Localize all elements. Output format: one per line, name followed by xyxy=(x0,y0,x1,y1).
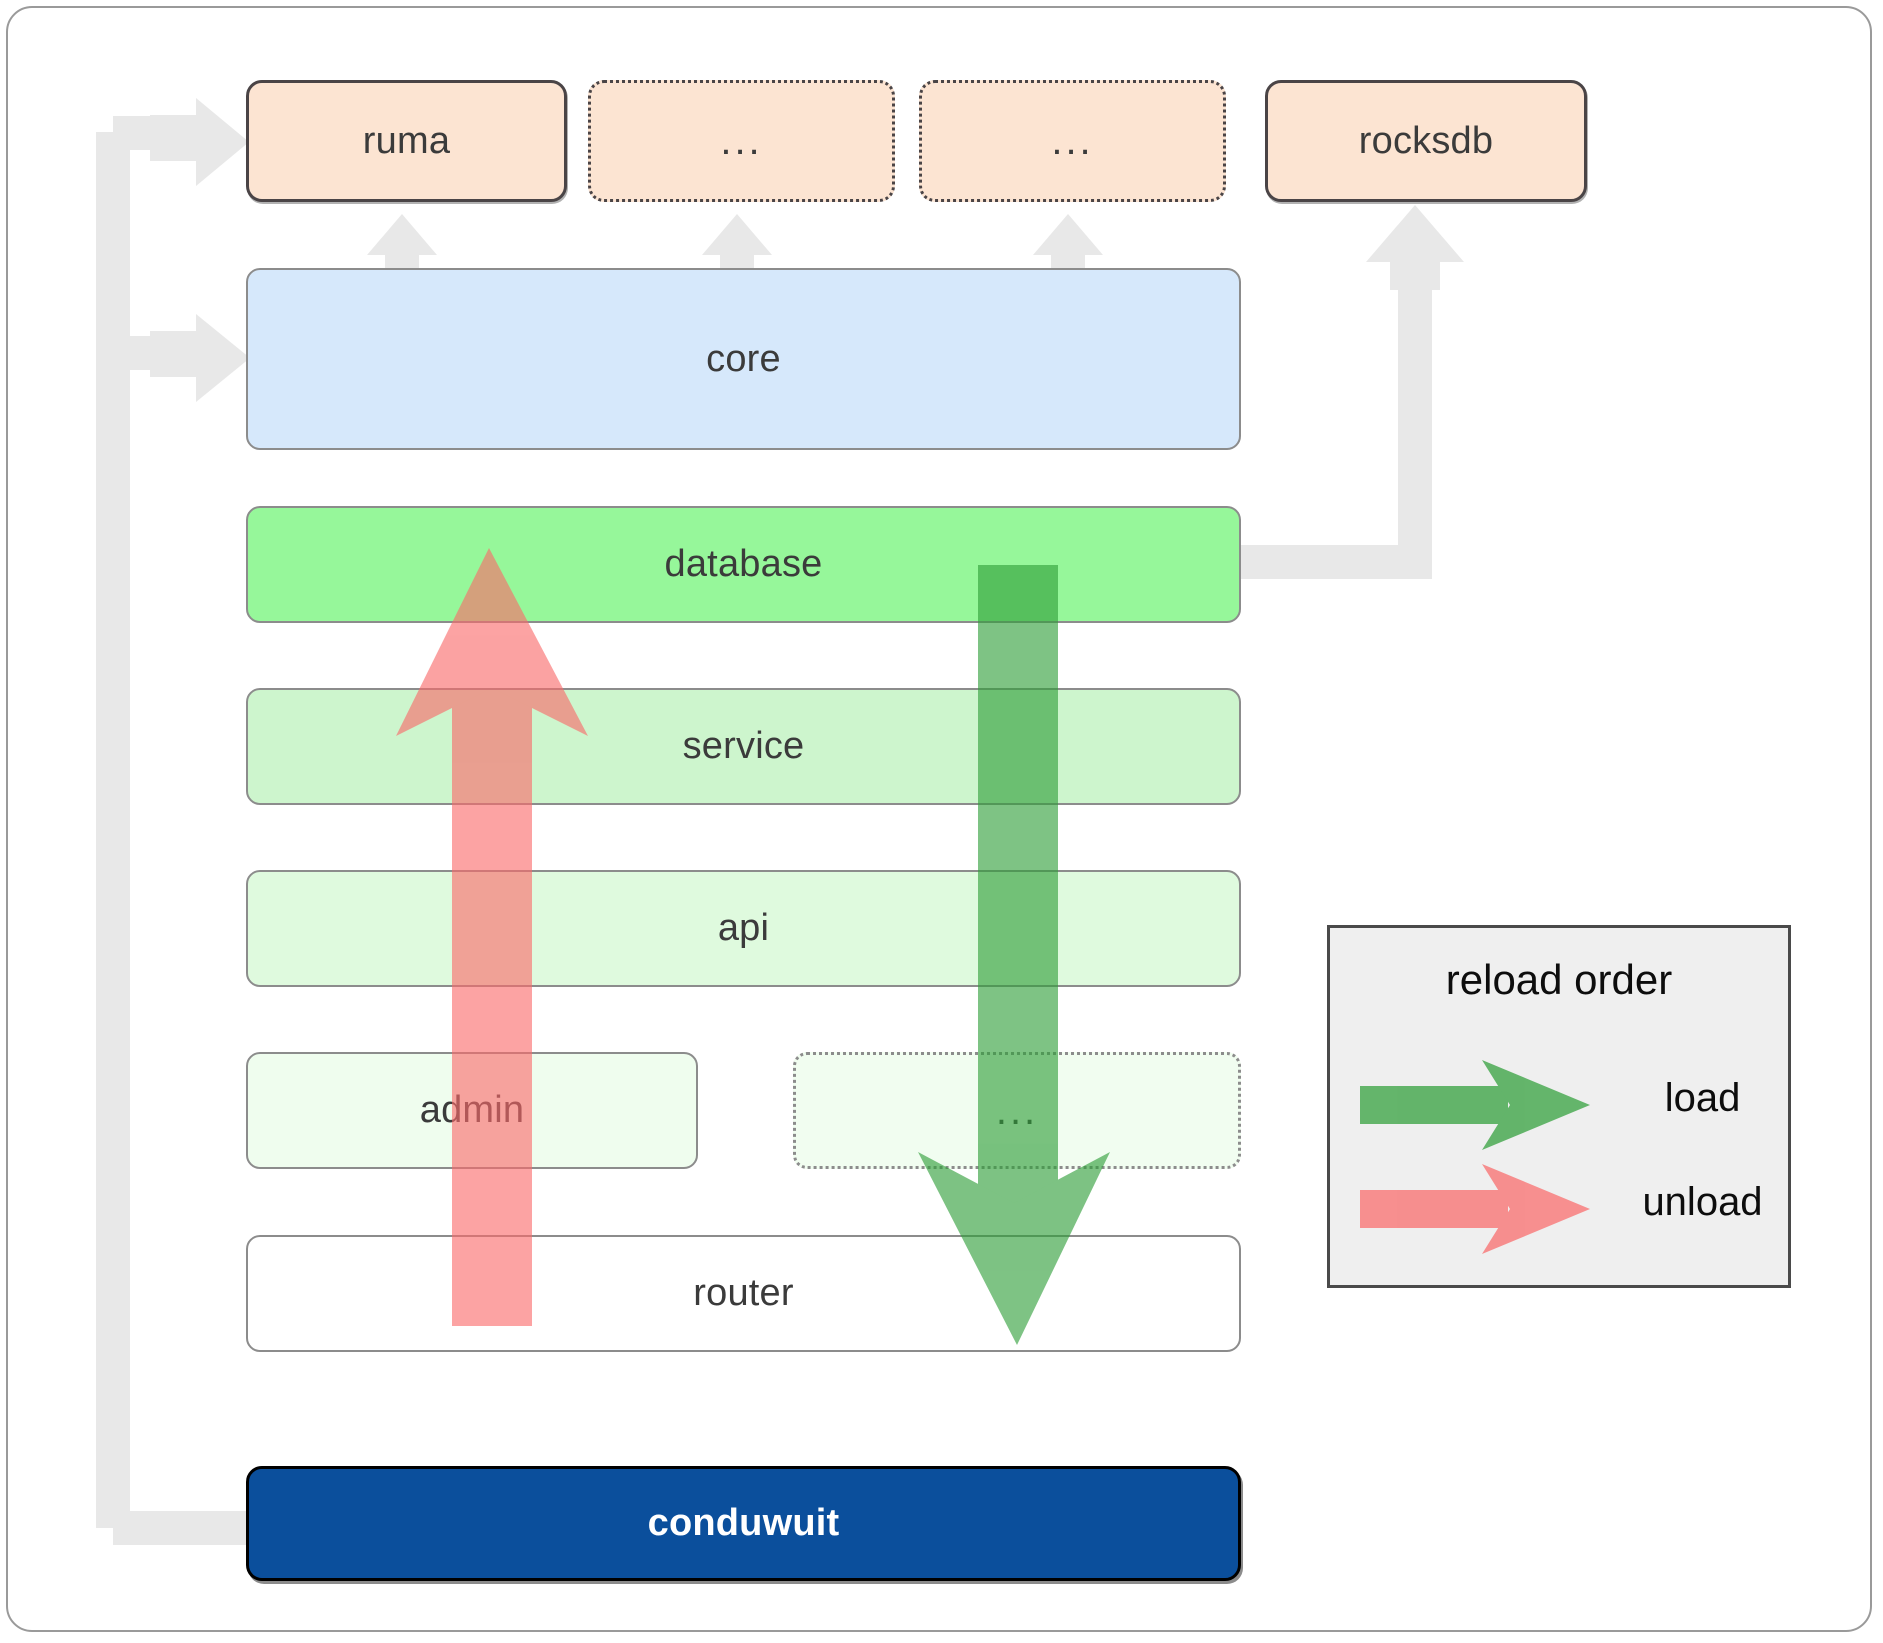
diagram-frame xyxy=(6,6,1872,1632)
dependency-box-etc1[interactable]: ... xyxy=(588,80,895,202)
dependency-label: ruma xyxy=(362,119,451,162)
layer-box-service[interactable]: service xyxy=(246,688,1241,805)
dependency-box-rocksdb[interactable]: rocksdb xyxy=(1265,80,1587,202)
dependency-box-etc2[interactable]: ... xyxy=(919,80,1226,202)
root-box-conduwuit[interactable]: conduwuit xyxy=(246,1466,1241,1581)
layer-label: api xyxy=(717,907,770,949)
load-arrow-icon xyxy=(1360,1060,1590,1150)
layer-box-etc[interactable]: ... xyxy=(793,1052,1241,1169)
legend-label-load: load xyxy=(1664,1076,1741,1120)
legend-title: reload order xyxy=(1445,956,1673,1003)
root-label: conduwuit xyxy=(647,1502,840,1544)
legend-row-unload: unload xyxy=(1330,1164,1788,1254)
layer-label: ... xyxy=(995,1088,1039,1133)
legend-label-unload: unload xyxy=(1642,1180,1763,1224)
layer-label: service xyxy=(682,725,805,767)
layer-label: router xyxy=(693,1272,794,1314)
legend-row-load: load xyxy=(1330,1060,1788,1150)
dependency-label: ... xyxy=(720,119,763,163)
dependency-label: ... xyxy=(1051,119,1094,163)
layer-box-router[interactable]: router xyxy=(246,1235,1241,1352)
layer-label: core xyxy=(706,337,781,380)
unload-arrow-icon xyxy=(1360,1164,1590,1254)
layer-box-core[interactable]: core xyxy=(246,268,1241,450)
layer-box-admin[interactable]: admin xyxy=(246,1052,698,1169)
layer-box-api[interactable]: api xyxy=(246,870,1241,987)
dependency-box-ruma[interactable]: ruma xyxy=(246,80,567,202)
layer-box-database[interactable]: database xyxy=(246,506,1241,623)
dependency-label: rocksdb xyxy=(1358,119,1494,162)
legend-panel: reload order load unload xyxy=(1327,925,1791,1288)
layer-label: admin xyxy=(419,1089,525,1131)
layer-label: database xyxy=(664,543,823,585)
